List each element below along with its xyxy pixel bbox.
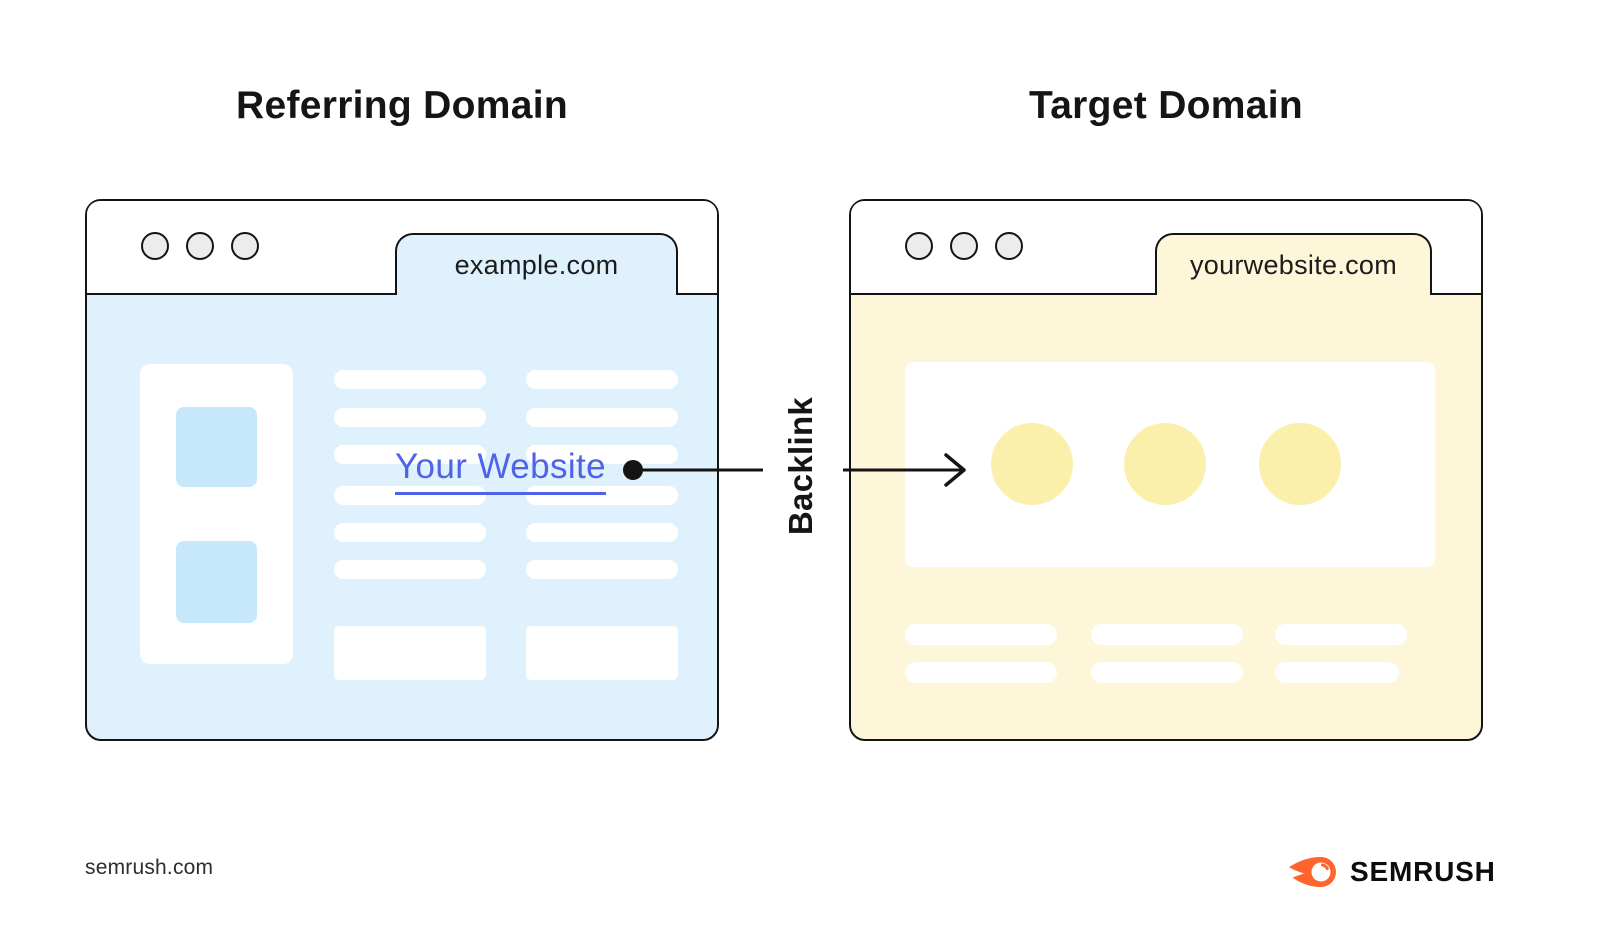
semrush-logo: SEMRUSH bbox=[1288, 852, 1496, 892]
window-control-icon bbox=[141, 232, 169, 260]
semrush-wordmark: SEMRUSH bbox=[1350, 856, 1496, 887]
text-line-placeholder bbox=[526, 408, 678, 427]
circle-placeholder bbox=[1124, 423, 1206, 505]
text-line-placeholder bbox=[526, 560, 678, 579]
source-attribution: semrush.com bbox=[85, 856, 214, 879]
text-line-placeholder bbox=[334, 523, 486, 542]
tab-label: yourwebsite.com bbox=[1189, 249, 1398, 280]
browser-header: yourwebsite.com bbox=[851, 201, 1481, 295]
text-line-placeholder bbox=[1091, 662, 1243, 683]
text-line-placeholder bbox=[334, 445, 486, 464]
window-control-icon bbox=[231, 232, 259, 260]
semrush-flame-icon bbox=[1289, 857, 1336, 887]
referring-page-content: Your Website bbox=[87, 297, 717, 739]
image-placeholder bbox=[176, 541, 257, 623]
window-control-icon bbox=[995, 232, 1023, 260]
text-line-placeholder bbox=[1275, 662, 1399, 683]
text-line-placeholder bbox=[334, 408, 486, 427]
text-line-placeholder bbox=[526, 523, 678, 542]
your-website-link[interactable]: Your Website bbox=[395, 447, 607, 495]
window-controls bbox=[905, 232, 1023, 260]
window-control-icon bbox=[186, 232, 214, 260]
text-line-placeholder bbox=[905, 662, 1057, 683]
circle-placeholder bbox=[991, 423, 1073, 505]
text-line-placeholder bbox=[334, 560, 486, 579]
window-control-icon bbox=[905, 232, 933, 260]
text-line-placeholder bbox=[1275, 624, 1407, 645]
text-line-placeholder bbox=[526, 445, 678, 464]
text-line-placeholder bbox=[334, 370, 486, 389]
target-page-content bbox=[851, 297, 1481, 739]
text-line-placeholder bbox=[1091, 624, 1243, 645]
referring-browser-window: example.com Your Website bbox=[85, 199, 719, 741]
text-line-placeholder bbox=[526, 370, 678, 389]
browser-tab-example-com: example.com bbox=[395, 233, 678, 295]
circle-placeholder bbox=[1259, 423, 1341, 505]
hero-placeholder bbox=[905, 362, 1435, 567]
referring-domain-heading: Referring Domain bbox=[235, 84, 568, 127]
browser-header: example.com bbox=[87, 201, 717, 295]
target-browser-window: yourwebsite.com bbox=[849, 199, 1483, 741]
tab-label: example.com bbox=[454, 249, 619, 280]
backlink-label: Backlink bbox=[782, 396, 819, 536]
browser-tab-yourwebsite-com: yourwebsite.com bbox=[1155, 233, 1432, 295]
window-control-icon bbox=[950, 232, 978, 260]
window-controls bbox=[141, 232, 259, 260]
text-line-placeholder bbox=[334, 486, 486, 505]
target-domain-heading: Target Domain bbox=[1028, 84, 1304, 127]
text-line-placeholder bbox=[905, 624, 1057, 645]
image-placeholder bbox=[176, 407, 257, 487]
block-placeholder bbox=[526, 626, 678, 680]
block-placeholder bbox=[334, 626, 486, 680]
text-line-placeholder bbox=[526, 486, 678, 505]
sidebar-placeholder bbox=[140, 364, 293, 664]
